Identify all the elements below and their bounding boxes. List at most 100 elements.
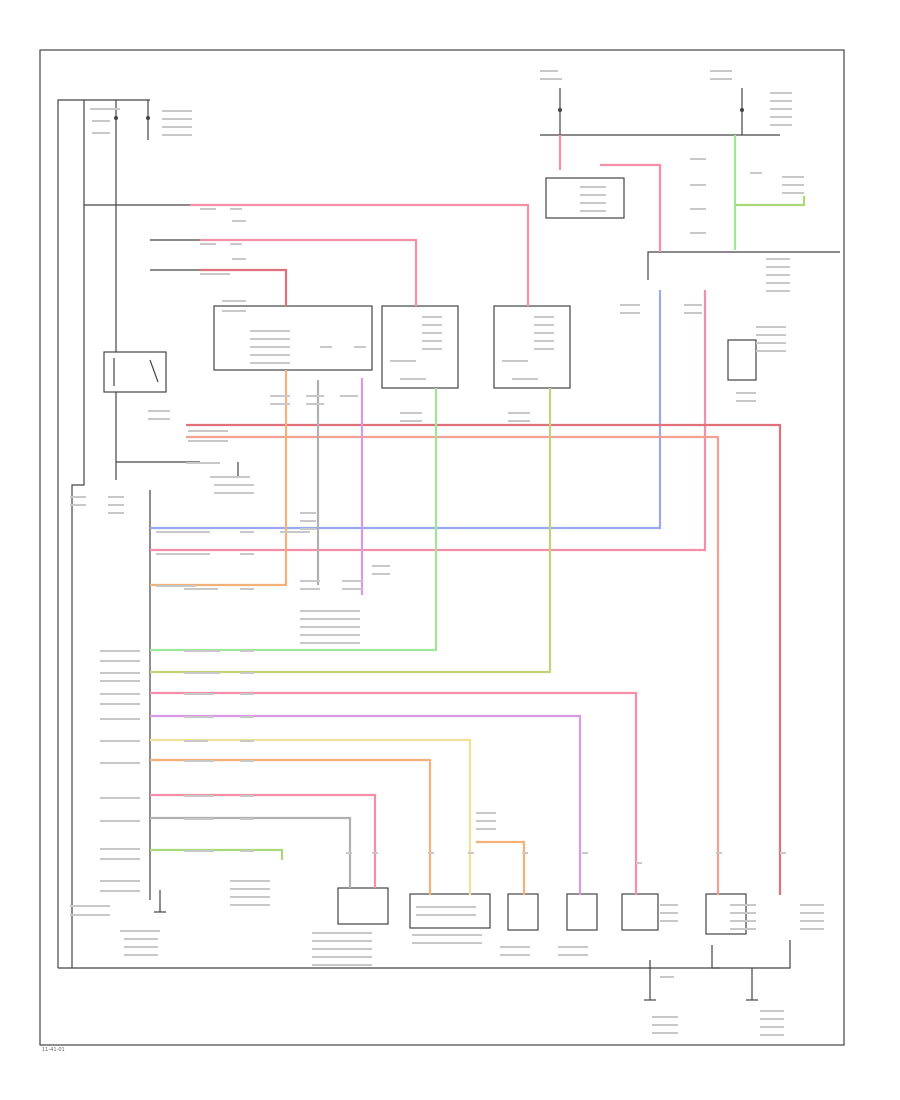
right-indicator-box [493, 305, 571, 389]
label-mark [766, 274, 790, 276]
wire-green [150, 848, 284, 860]
label-mark [300, 610, 360, 612]
label-mark [100, 890, 140, 892]
colored-wires [150, 135, 806, 895]
label-mark [240, 795, 254, 797]
label-mark [760, 1010, 784, 1012]
label-mark [162, 126, 192, 128]
label-mark [422, 348, 442, 350]
label-mark [240, 818, 254, 820]
label-mark [108, 504, 124, 506]
label-mark [540, 70, 558, 72]
label-mark [476, 812, 496, 814]
label-mark [312, 940, 372, 942]
label-mark [300, 520, 316, 522]
label-mark [736, 400, 756, 402]
label-mark [534, 324, 554, 326]
label-mark [270, 395, 290, 397]
label-mark [162, 118, 192, 120]
label-mark [162, 110, 192, 112]
label-mark [240, 650, 254, 652]
label-mark [120, 930, 160, 932]
label-mark [230, 888, 270, 890]
label-mark [124, 938, 158, 940]
label-mark [184, 672, 220, 674]
label-mark [468, 852, 474, 854]
label-mark [760, 1034, 784, 1036]
label-mark [580, 202, 606, 204]
wire-pink [600, 163, 662, 252]
label-mark [300, 626, 360, 628]
label-mark [184, 818, 214, 820]
label-mark [372, 852, 378, 854]
label-mark [240, 553, 254, 555]
label-mark [240, 588, 254, 590]
label-mark [500, 946, 530, 948]
label-mark [690, 184, 706, 186]
label-mark [422, 340, 442, 342]
label-mark [684, 312, 702, 314]
label-mark [750, 172, 762, 174]
label-mark [320, 346, 332, 348]
label-mark [280, 531, 310, 533]
right-module-bracket [647, 251, 840, 280]
label-mark [346, 852, 352, 854]
label-mark [306, 395, 324, 397]
label-mark [800, 904, 824, 906]
label-mark [300, 642, 360, 644]
label-mark [800, 920, 824, 922]
label-mark [300, 618, 360, 620]
label-mark [580, 186, 606, 188]
label-mark [222, 310, 246, 312]
label-mark [760, 1026, 784, 1028]
label-mark [184, 650, 220, 652]
wire-blue [150, 290, 662, 530]
label-mark [580, 210, 606, 212]
label-mark [422, 332, 442, 334]
label-mark [70, 905, 110, 907]
instrument-cluster-box [213, 305, 373, 371]
bottom-component-2 [409, 893, 491, 929]
footer-code: 11-41-01 [42, 1047, 65, 1053]
wire-green [735, 196, 806, 207]
label-mark [100, 858, 140, 860]
label-mark [372, 573, 390, 575]
label-mark [800, 928, 824, 930]
label-mark [186, 462, 220, 464]
label-mark [100, 740, 140, 742]
label-mark [250, 346, 290, 348]
label-mark [660, 912, 678, 914]
label-mark [690, 158, 706, 160]
label-mark [312, 932, 372, 934]
label-mark [100, 820, 140, 822]
wire-olive [150, 388, 552, 674]
label-mark [684, 304, 702, 306]
label-mark [502, 360, 528, 362]
label-mark [534, 332, 554, 334]
label-mark [558, 946, 588, 948]
label-mark [200, 208, 216, 210]
bottom-module-bracket [711, 940, 791, 969]
label-mark [354, 346, 366, 348]
label-mark [124, 954, 158, 956]
label-mark [230, 904, 270, 906]
wire-red [186, 423, 782, 895]
label-mark [148, 418, 170, 420]
label-mark [156, 531, 186, 533]
bottom-component-1 [337, 887, 389, 925]
label-mark [250, 354, 290, 356]
wire-orange [476, 840, 526, 895]
label-mark [508, 412, 530, 414]
label-mark [300, 588, 320, 590]
label-mark [756, 326, 786, 328]
label-mark [312, 964, 372, 966]
wire-orange [150, 758, 432, 895]
label-mark [100, 797, 140, 799]
label-mark [188, 430, 228, 432]
label-mark [162, 134, 192, 136]
label-mark [652, 1024, 678, 1026]
label-mark [534, 316, 554, 318]
label-mark [766, 290, 790, 292]
label-mark [652, 1032, 678, 1034]
label-mark [412, 942, 482, 944]
